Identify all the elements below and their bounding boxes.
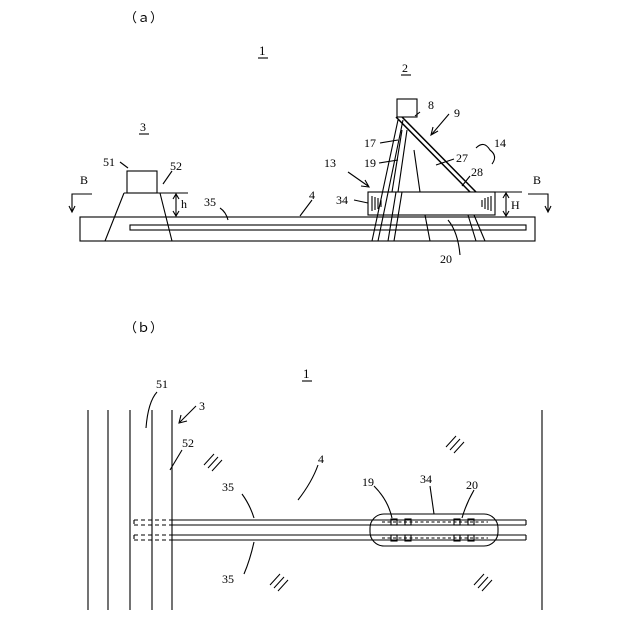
panel-b: （ｂ） 1 bbox=[88, 320, 542, 610]
label-b-51: 51 bbox=[156, 377, 168, 391]
panel-b-overall-ref: 1 bbox=[303, 366, 310, 381]
label-b-3: 3 bbox=[199, 399, 205, 413]
label-H: H bbox=[511, 198, 520, 212]
label-b-20: 20 bbox=[466, 478, 478, 492]
device-3-head bbox=[127, 171, 157, 193]
label-b-35-bottom: 35 bbox=[222, 572, 234, 586]
device-3-plan bbox=[88, 410, 172, 610]
label-B-left: B bbox=[80, 173, 88, 187]
label-35: 35 bbox=[204, 195, 216, 209]
label-52: 52 bbox=[170, 159, 182, 173]
panel-a-caption: （ａ） bbox=[124, 10, 163, 25]
label-8: 8 bbox=[428, 98, 434, 112]
label-28: 28 bbox=[471, 165, 483, 179]
label-19: 19 bbox=[364, 156, 376, 170]
panel-b-caption: （ｂ） bbox=[124, 320, 163, 335]
label-13: 13 bbox=[324, 156, 336, 170]
panel-a: （ａ） 1 bbox=[69, 10, 551, 266]
section-arrow-right bbox=[528, 194, 548, 211]
label-b-52: 52 bbox=[182, 436, 194, 450]
section-arrow-left bbox=[72, 194, 92, 211]
label-51: 51 bbox=[103, 155, 115, 169]
label-27: 27 bbox=[456, 151, 468, 165]
label-14: 14 bbox=[494, 136, 506, 150]
base-slab bbox=[80, 217, 535, 241]
label-b-35-top: 35 bbox=[222, 480, 234, 494]
panel-a-overall-ref: 1 bbox=[259, 43, 266, 58]
rail-35 bbox=[130, 225, 526, 230]
label-b-34: 34 bbox=[420, 472, 432, 486]
label-b-4: 4 bbox=[318, 452, 324, 466]
device-2-plan-outline bbox=[370, 514, 498, 546]
label-h: h bbox=[181, 197, 187, 211]
rails-35 bbox=[170, 520, 526, 540]
label-b-19: 19 bbox=[362, 475, 374, 489]
label-17: 17 bbox=[364, 136, 376, 150]
label-B-right: B bbox=[533, 173, 541, 187]
label-20: 20 bbox=[440, 252, 452, 266]
label-device-2: 2 bbox=[402, 61, 408, 75]
label-device-3: 3 bbox=[140, 120, 146, 134]
label-34: 34 bbox=[336, 193, 348, 207]
label-9: 9 bbox=[454, 106, 460, 120]
device-2-head bbox=[397, 99, 417, 117]
label-4: 4 bbox=[309, 188, 315, 202]
